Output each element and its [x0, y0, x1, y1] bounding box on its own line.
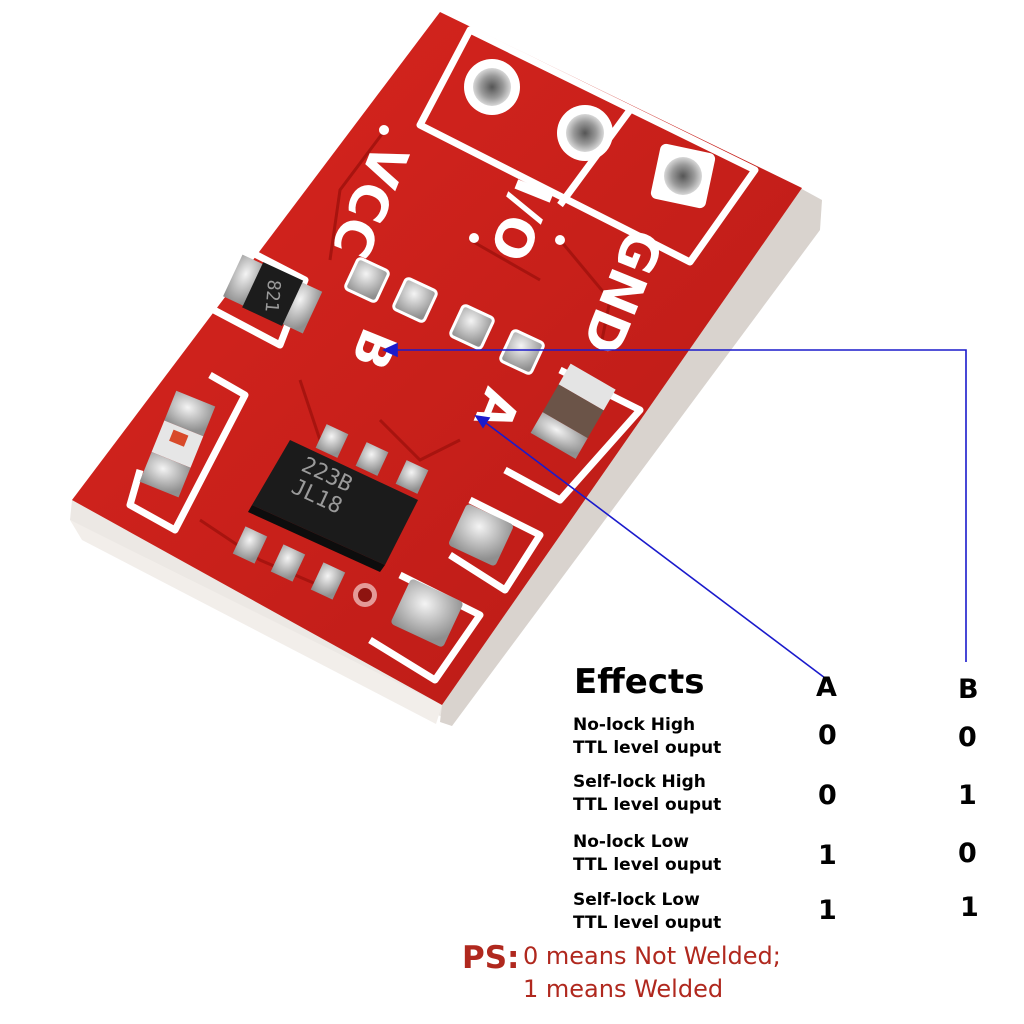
copper-traces [199, 129, 612, 592]
arrow-a-line [481, 419, 826, 679]
vias [379, 125, 565, 245]
header-holes [464, 59, 716, 209]
jumper-pads [344, 257, 545, 375]
arrow-b-head [382, 342, 398, 358]
capacitor [530, 363, 616, 459]
callout-arrows [382, 342, 967, 679]
led [139, 390, 216, 498]
touch-ic-chip: 223B JL18 [232, 424, 429, 600]
large-pads [391, 504, 513, 647]
arrow-a-head [474, 414, 491, 429]
resistor-821: 821 [223, 254, 323, 334]
arrow-b-line [392, 349, 967, 662]
resistor-code: 821 [260, 279, 284, 313]
